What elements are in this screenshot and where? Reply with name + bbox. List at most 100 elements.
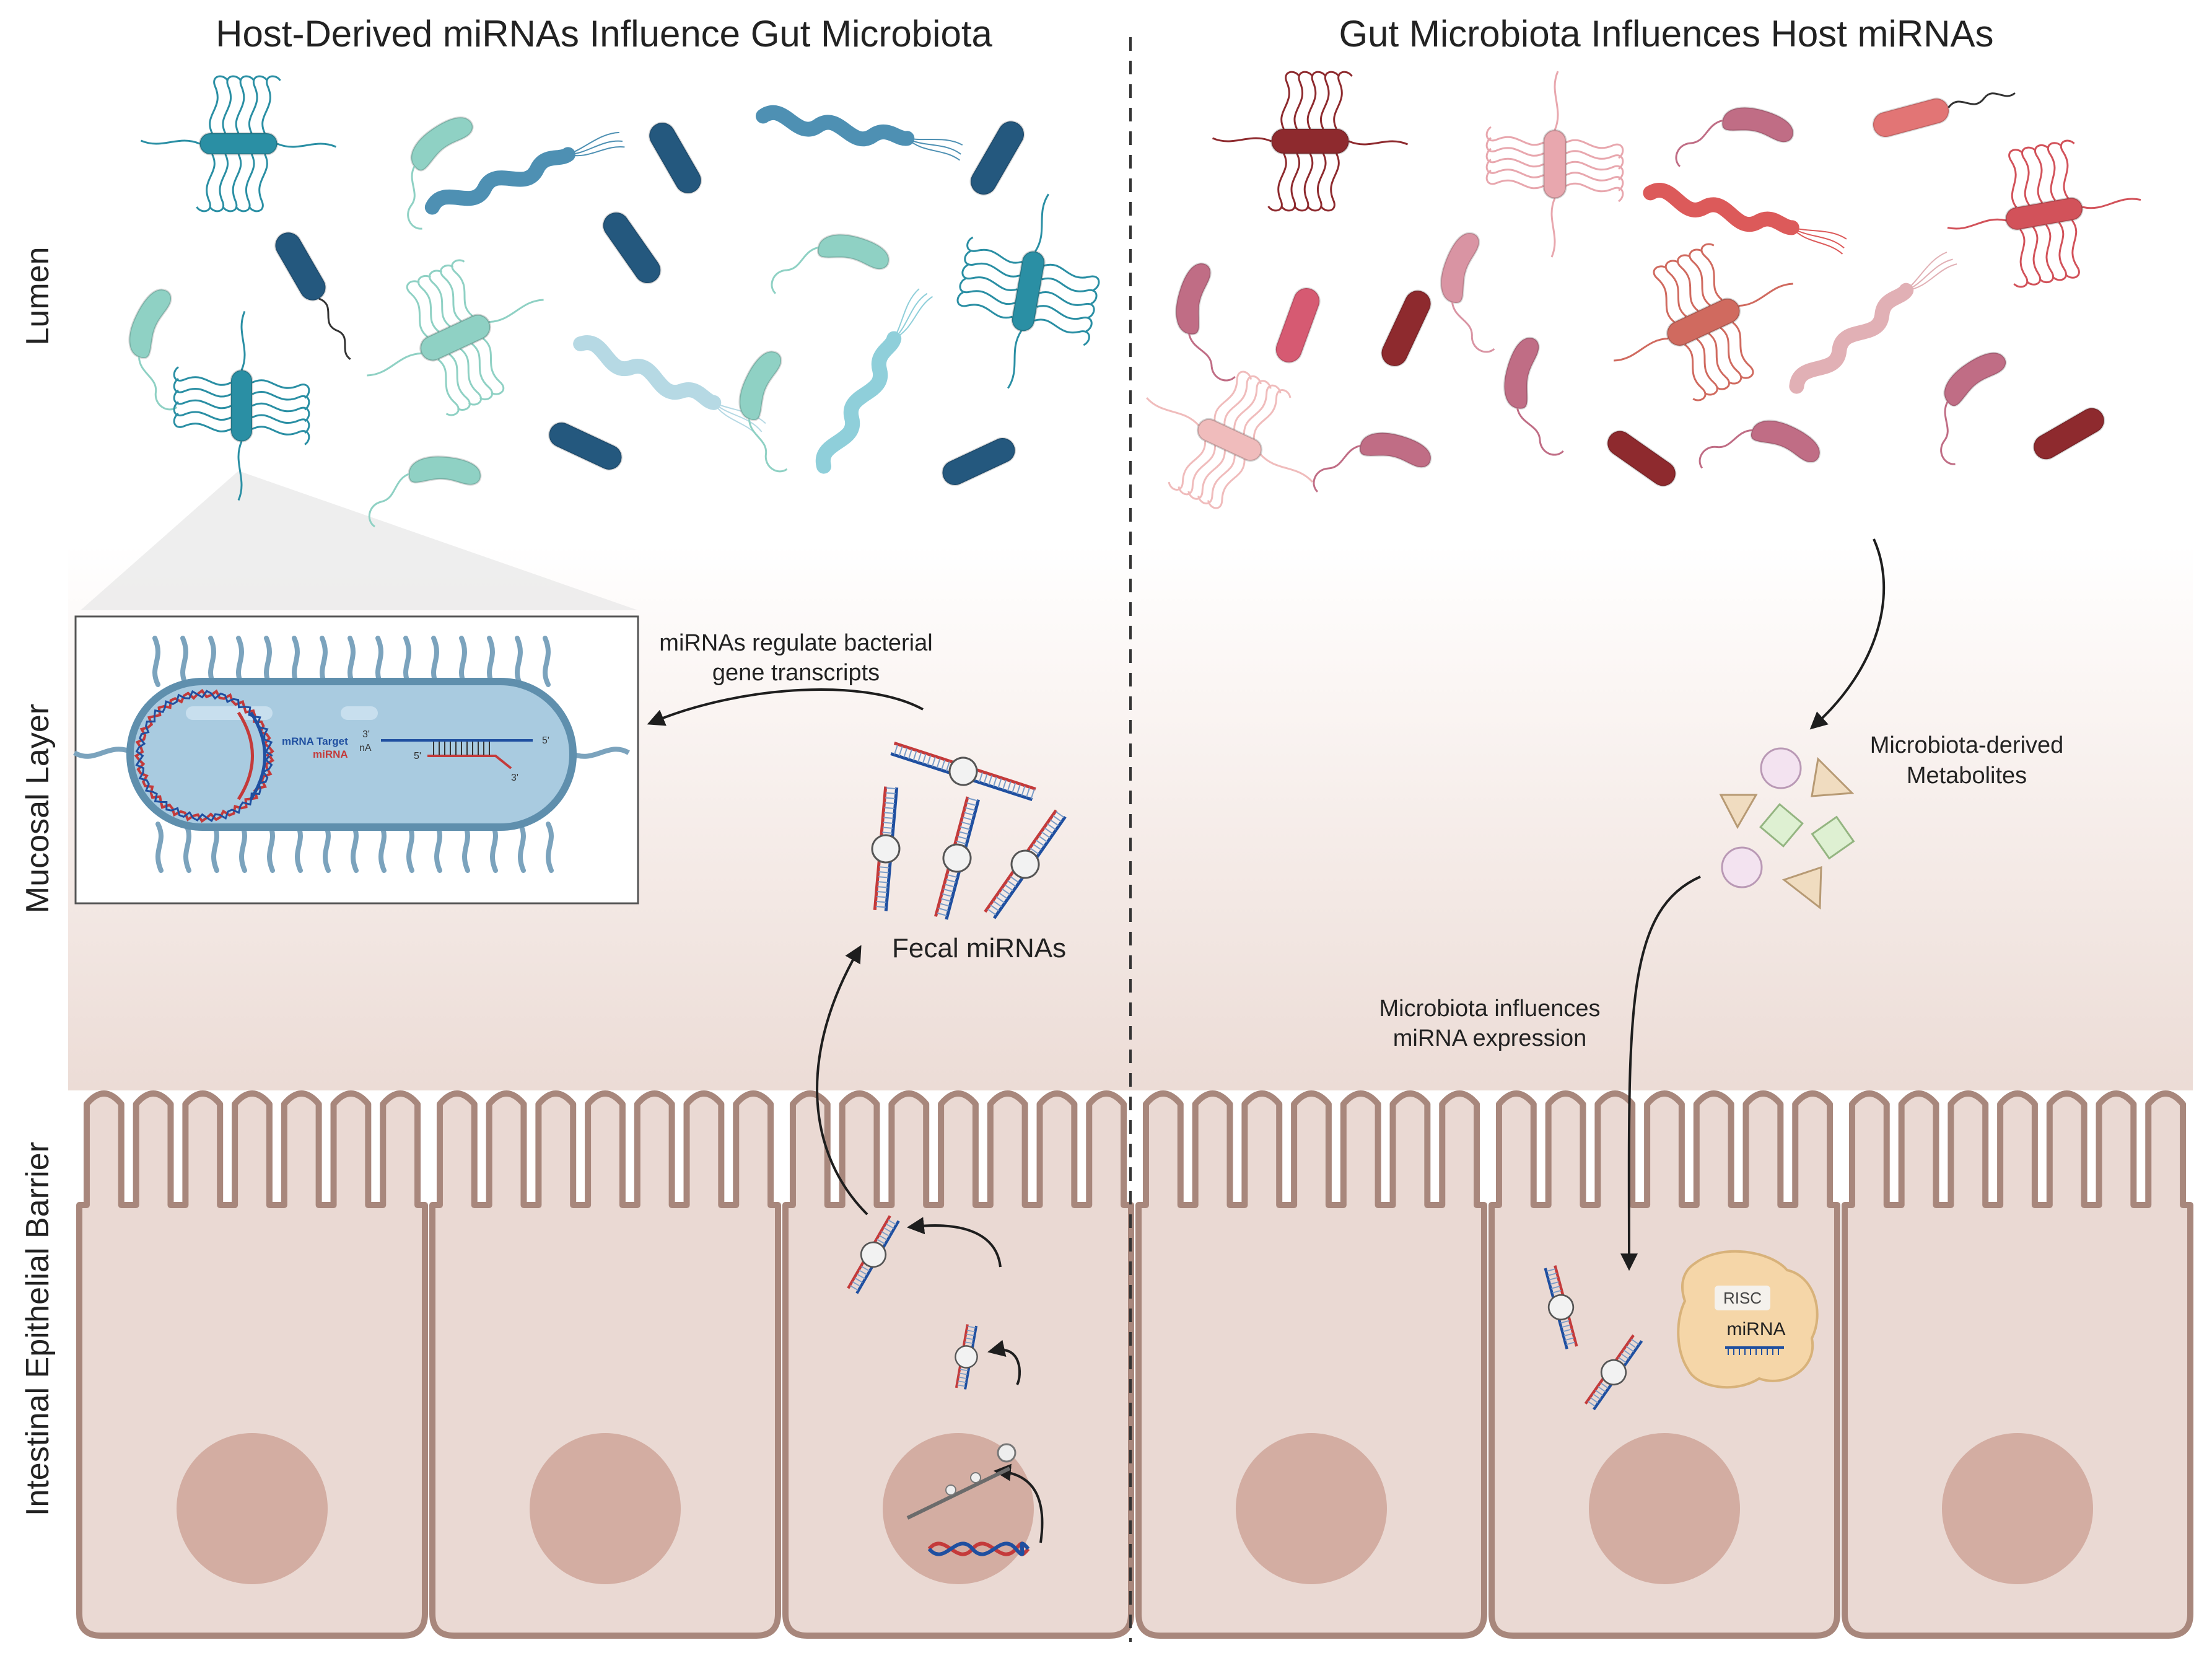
base-pair-tick [1010, 876, 1019, 883]
base-pair-tick [854, 1277, 863, 1283]
base-pair-tick [922, 753, 927, 764]
bacterium-pilus [1319, 71, 1340, 129]
base-pair-tick [938, 908, 948, 912]
bacterium-pilus [1293, 153, 1314, 212]
base-pair-tick [995, 896, 1005, 903]
bacterium-pilus [1039, 291, 1095, 318]
inset-flagellum [323, 822, 331, 873]
bacterium-pilus [1565, 182, 1624, 203]
base-pair-tick [1547, 1273, 1557, 1276]
bacterium-vibrio [1503, 336, 1564, 456]
inset-flagellum [434, 822, 442, 873]
mirna-duplex [934, 796, 980, 920]
base-pair-tick [987, 908, 997, 916]
cell-nucleus [1589, 1433, 1740, 1584]
inset-mirna-label: miRNA [313, 748, 348, 760]
base-pair-tick [966, 1333, 974, 1336]
cell-nucleus [530, 1433, 681, 1584]
annotation-metabolites-line2: Metabolites [1907, 763, 2027, 789]
inset-flagellum [546, 822, 554, 873]
bacterium-pilus [140, 139, 201, 145]
bacterium-pilus [251, 390, 310, 411]
base-pair-tick [1618, 1357, 1627, 1363]
bacterium-pilus [471, 343, 494, 401]
inset-flagellum [378, 822, 387, 873]
bacterium-body [1666, 297, 1741, 347]
bacterium-pilus [460, 348, 482, 406]
risc-blob [1677, 1250, 1819, 1389]
bacterium-pilus [966, 236, 1023, 264]
bacterium-body [602, 211, 662, 284]
bacterium-rod [602, 211, 662, 284]
bacterium-body [1196, 418, 1263, 462]
right-panel-title: Gut Microbiota Influences Host miRNAs [1339, 13, 1993, 55]
bacterium-body [573, 335, 722, 410]
base-pair-tick [1056, 811, 1065, 818]
mirna-duplex [871, 786, 901, 911]
base-pair-tick [983, 773, 988, 784]
base-pair-tick [946, 879, 956, 883]
bacterium-spirillum [755, 105, 963, 161]
bacterium-pilus [209, 154, 229, 213]
bacterium-pilus [1700, 243, 1723, 301]
bacterium-pilus [1348, 140, 1409, 146]
base-pair-tick [1044, 827, 1053, 835]
base-pair-tick [947, 874, 958, 879]
inset-flagellum [180, 636, 188, 687]
bacterium-pilus [489, 299, 544, 323]
bacterium-pilus [1207, 459, 1246, 509]
bacterium-flagellum [1791, 227, 1847, 255]
metabolite-triangle [1781, 866, 1822, 910]
base-pair-tick [1590, 1397, 1598, 1403]
risc-mirna-label: miRNA [1727, 1319, 1786, 1339]
base-pair-tick [907, 749, 912, 760]
mirna-duplex [984, 809, 1067, 919]
base-pair-tick [1026, 787, 1031, 797]
base-pair-tick [993, 900, 1002, 908]
base-pair-tick [1561, 1324, 1571, 1328]
bacterium-pilus [1212, 137, 1272, 142]
bacterium-pilus [1306, 71, 1327, 129]
inset-flagellum [569, 747, 630, 759]
inset-flagellum [431, 636, 439, 687]
bacterium-body [408, 455, 482, 486]
base-pair-tick [939, 903, 950, 907]
bacterium-body [1643, 183, 1799, 235]
bacterium-peritrichous [140, 75, 337, 213]
base-pair-tick [884, 807, 894, 809]
inset-mirna-3prime-label: 3' [511, 773, 518, 783]
base-pair-tick [957, 836, 968, 840]
mirna-duplex [955, 1324, 978, 1390]
annotation-metabolites-line1: Microbiota-derived [1870, 732, 2064, 758]
bacterium-body [648, 121, 702, 195]
base-pair-tick [965, 807, 976, 811]
bacterium-pilus [173, 378, 232, 398]
bacterium-pilus [1485, 159, 1544, 178]
base-pair-tick [963, 817, 973, 821]
bacterium-peritrichous [1947, 139, 2141, 288]
cell-nucleus [1942, 1433, 2093, 1584]
bacterium-pilus [1259, 454, 1313, 483]
base-pair-tick [885, 802, 895, 804]
bacterium-vibrio [1440, 232, 1495, 353]
inset-flagellum [211, 822, 219, 873]
bacterium-vibrio [1698, 419, 1821, 469]
base-pair-tick [912, 750, 917, 761]
hairpin-bulge [945, 1484, 956, 1496]
bacterium-flagellum [1940, 401, 1956, 465]
epithelial-cell [429, 1090, 781, 1639]
bacterium-pilus [173, 413, 232, 432]
bacterium-rod [2032, 407, 2105, 460]
bacterium-pilus [2008, 149, 2023, 208]
duplex-bulge [871, 834, 901, 864]
bacterium-spirillum [1789, 252, 1957, 394]
bacterium-pilus [1677, 254, 1699, 312]
bacterium-rod [548, 421, 623, 471]
bacterium-pilus [1293, 71, 1313, 129]
base-pair-tick [1546, 1268, 1556, 1272]
base-pair-tick [1016, 784, 1021, 794]
bacterium-flagellum [1905, 252, 1957, 291]
inset-mirna-5prime-label: 5' [414, 751, 421, 761]
dna-strand [927, 1541, 1030, 1556]
bacterium-body [230, 369, 253, 442]
